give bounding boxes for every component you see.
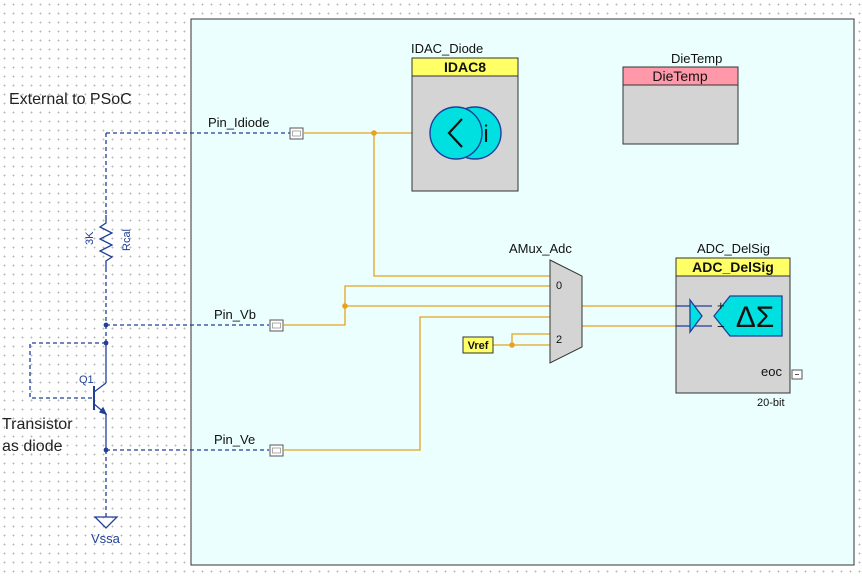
amux-input-2-label: 2 — [556, 334, 562, 346]
junction-dot — [371, 130, 377, 136]
idac-type-label: IDAC8 — [444, 59, 486, 75]
q1-label: Q1 — [79, 374, 94, 386]
pin-idiode[interactable]: Pin_Idiode — [208, 115, 304, 140]
junction-dot — [103, 447, 109, 453]
wire-ve-int — [284, 316, 550, 451]
vref-component[interactable]: Vref — [462, 336, 494, 354]
adc-delta-sigma-body — [713, 295, 783, 337]
junction-dots-orange — [342, 130, 515, 348]
pin-ve-label: Pin_Ve — [214, 432, 255, 447]
pin-glyph — [272, 447, 281, 454]
pin-glyph — [292, 130, 301, 137]
resistor-name-label: Rcal — [121, 229, 133, 251]
pin-idiode-label: Pin_Idiode — [208, 115, 269, 130]
adc-minus-sign: − — [717, 319, 725, 334]
adc-symbol-icon — [689, 298, 703, 334]
dietemp-header — [622, 66, 739, 86]
idac-component[interactable]: IDAC_Diode IDAC8 i — [411, 41, 519, 192]
junction-dot — [342, 303, 348, 309]
adc-type-label: ADC_DelSig — [692, 259, 774, 275]
transistor-label-2: as diode — [2, 438, 63, 455]
dietemp-type-label: DieTemp — [652, 68, 707, 84]
external-label: External to PSoC — [9, 91, 132, 108]
adc-header — [675, 257, 791, 277]
idac-instance-name: IDAC_Diode — [411, 41, 483, 56]
rcal-resistor-symbol — [98, 215, 114, 268]
pin-idiode-icon[interactable] — [289, 127, 304, 140]
pin-vb[interactable]: Pin_Vb — [214, 307, 284, 332]
idac-circle-left — [429, 106, 483, 160]
adc-plus-sign: + — [717, 298, 725, 313]
vref-box[interactable] — [462, 336, 494, 354]
junction-dot — [103, 340, 109, 346]
idac-current-symbol: i — [483, 121, 488, 148]
adc-resolution-label: 20-bit — [757, 397, 785, 409]
dietemp-component[interactable]: DieTemp DieTemp — [622, 51, 739, 145]
idac-header — [411, 57, 519, 77]
vref-label: Vref — [468, 340, 489, 352]
pin-glyph — [272, 322, 281, 329]
external-circuit — [29, 132, 290, 529]
junction-dot — [103, 322, 109, 328]
pin-ve[interactable]: Pin_Ve — [214, 432, 284, 457]
dietemp-instance-name: DieTemp — [671, 51, 722, 66]
amux-component[interactable]: AMux_Adc 0 2 — [509, 241, 583, 364]
junction-dots-blue — [103, 322, 109, 453]
wire-base-loop — [29, 342, 106, 399]
q1-emitter-arrow — [98, 406, 108, 416]
amux-instance-name: AMux_Adc — [509, 241, 572, 256]
adc-component[interactable]: ADC_DelSig ADC_DelSig + − ΔΣ eoc 20-bit — [675, 241, 803, 409]
resistor-value-label: 3K — [84, 231, 96, 245]
transistor-label: Transistor — [2, 416, 73, 433]
pin-ve-icon[interactable] — [269, 444, 284, 457]
adc-eoc-label: eoc — [761, 364, 782, 379]
q1-collector — [93, 382, 107, 393]
pin-vb-icon[interactable] — [269, 319, 284, 332]
amux-input-0-label: 0 — [556, 280, 562, 292]
adc-delta-sigma-symbol: ΔΣ — [736, 301, 775, 334]
pin-vb-label: Pin_Vb — [214, 307, 256, 322]
idac-arrow-icon — [447, 118, 463, 148]
amux-body[interactable] — [549, 259, 583, 364]
wire-idiode-to-mux — [373, 133, 550, 277]
vssa-ground-icon — [93, 516, 119, 529]
vssa-label: Vssa — [91, 531, 121, 546]
junction-dot — [509, 342, 515, 348]
wire-vref-branch — [511, 333, 550, 345]
adc-instance-name: ADC_DelSig — [697, 241, 770, 256]
